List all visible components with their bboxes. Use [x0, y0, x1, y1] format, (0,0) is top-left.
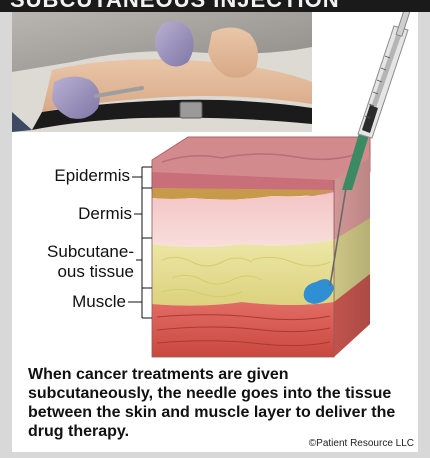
- muscle-layer: [152, 302, 334, 357]
- subcutaneous-label-line1: Subcutane-: [12, 242, 134, 262]
- caption: When cancer treatments are given subcuta…: [28, 365, 408, 441]
- skin-layers-diagram: [12, 12, 418, 372]
- copyright-credit: ©Patient Resource LLC: [309, 438, 414, 449]
- syringe-flange: [396, 12, 410, 36]
- epidermis-label: Epidermis: [26, 166, 130, 186]
- subcutaneous-bracket: [142, 238, 152, 288]
- illustration-panel: Epidermis Dermis Subcutane- ous tissue M…: [12, 12, 418, 452]
- muscle-label: Muscle: [26, 292, 126, 312]
- muscle-bracket: [142, 288, 152, 318]
- dermis-layer: [152, 192, 334, 247]
- dermis-label: Dermis: [26, 204, 132, 224]
- subcutaneous-label-line2: ous tissue: [12, 262, 134, 282]
- header-strip: SUBCUTANEOUS INJECTION: [0, 0, 430, 12]
- header-text: SUBCUTANEOUS INJECTION: [10, 0, 340, 12]
- epidermis-bracket: [142, 167, 152, 188]
- dermis-bracket: [142, 188, 152, 238]
